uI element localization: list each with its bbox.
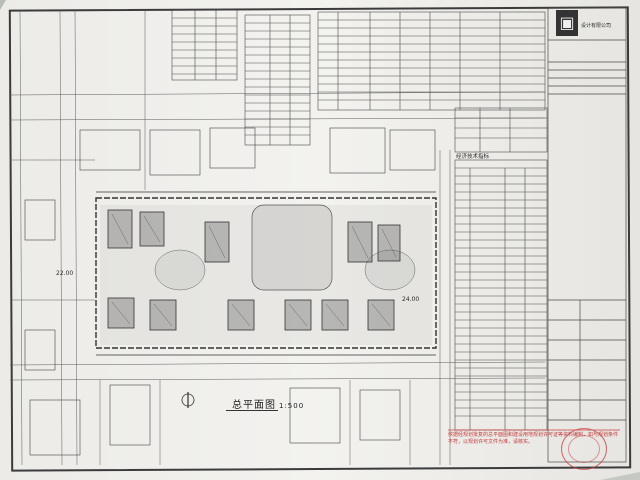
residential-towers <box>107 209 401 331</box>
tower-hatching <box>111 213 397 327</box>
central-plaza <box>154 204 416 291</box>
title-block <box>547 7 627 463</box>
road-lines <box>9 9 546 466</box>
top-mid-table <box>244 14 311 146</box>
red-seal-stamp <box>561 428 607 470</box>
red-seal-inner <box>568 435 600 463</box>
dimension-label-right: 24.00 <box>402 296 420 303</box>
area-table <box>454 107 548 153</box>
company-logo-icon: ▣ <box>556 10 578 36</box>
site-boundary <box>95 197 437 349</box>
tech-indicators-table <box>454 159 548 431</box>
tech-indicators-title: 经济技术指标 <box>456 154 490 160</box>
surrounding-buildings <box>24 127 436 456</box>
drawing-title-text: 总平面图 <box>232 400 276 411</box>
drawing-scale: 1:500 <box>279 402 305 410</box>
top-right-table <box>317 11 546 111</box>
top-left-table <box>171 9 238 81</box>
company-name: 设计有限公司 <box>581 23 612 29</box>
dimension-label-left: 22.00 <box>56 270 74 277</box>
title-underline <box>226 410 278 411</box>
approval-note: 依据经规划批复的总平面图和建设用地规划许可证等资料编制，如与规划条件不符，以规划… <box>448 432 619 445</box>
